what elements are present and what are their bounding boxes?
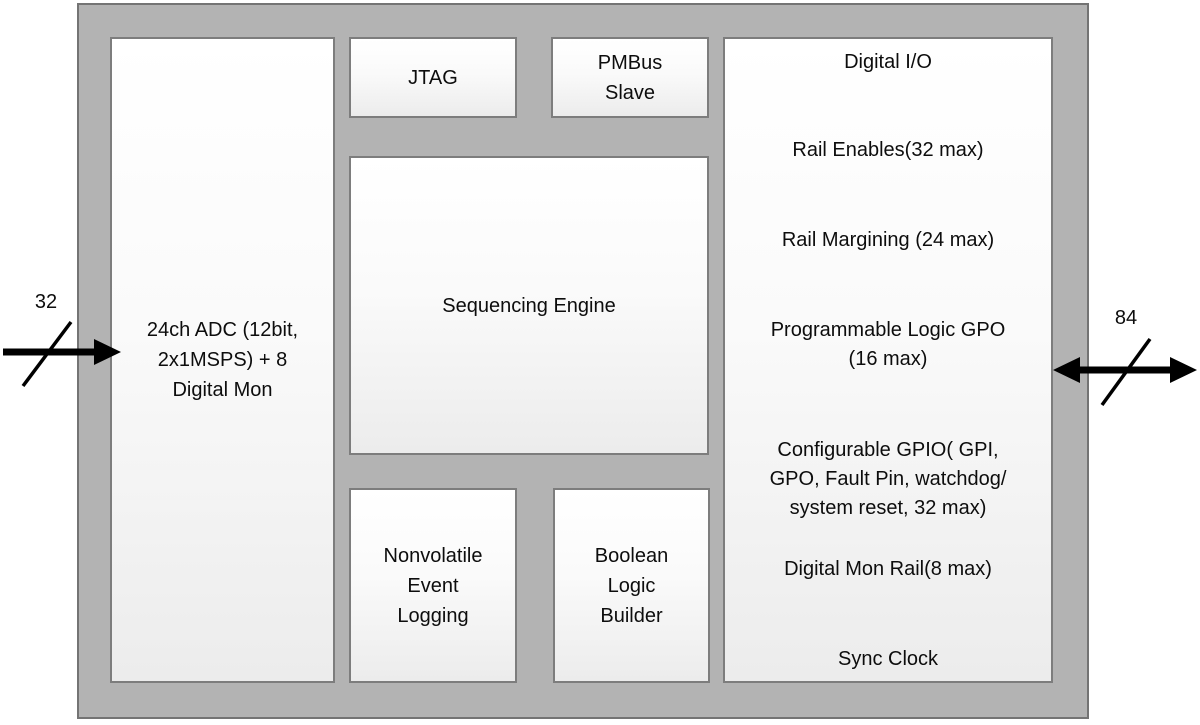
digital-io-bus-arrow bbox=[1053, 337, 1197, 407]
jtag-block-label: JTAG bbox=[408, 66, 458, 89]
bus-width-label-32: 32 bbox=[34, 291, 58, 313]
adc-input-bus-arrow bbox=[3, 320, 121, 388]
pmbus-slave-block: PMBus Slave bbox=[551, 37, 709, 118]
digital-io-item-digital-mon-rail: Digital Mon Rail(8 max) bbox=[784, 558, 992, 580]
bus-width-label-84: 84 bbox=[1114, 307, 1138, 329]
bus-width-tick bbox=[21, 320, 73, 388]
nonvolatile-event-logging-block-label: Nonvolatile Event Logging bbox=[383, 544, 483, 627]
digital-io-item-programmable-logic-gpo: Programmable Logic GPO (16 max) bbox=[770, 319, 1006, 370]
bus-width-tick bbox=[1100, 337, 1152, 407]
sequencing-engine-block-label: Sequencing Engine bbox=[442, 294, 616, 317]
jtag-block: JTAG bbox=[349, 37, 517, 118]
adc-block-label: 24ch ADC (12bit, 2x1MSPS) + 8 Digital Mo… bbox=[146, 319, 299, 401]
digital-io-title: Digital I/O bbox=[844, 51, 932, 73]
right-arrowhead-icon bbox=[1170, 357, 1197, 383]
pmbus-slave-block-label: PMBus Slave bbox=[597, 51, 663, 104]
bus-shaft bbox=[1074, 366, 1176, 374]
digital-io-item-configurable-gpio: Configurable GPIO( GPI, GPO, Fault Pin, … bbox=[769, 439, 1007, 519]
nonvolatile-event-logging-block: Nonvolatile Event Logging bbox=[349, 488, 517, 683]
adc-block: 24ch ADC (12bit, 2x1MSPS) + 8 Digital Mo… bbox=[110, 37, 335, 683]
digital-io-item-sync-clock: Sync Clock bbox=[837, 648, 939, 670]
digital-io-item-rail-enables: Rail Enables(32 max) bbox=[792, 139, 984, 161]
boolean-logic-builder-block: Boolean Logic Builder bbox=[553, 488, 710, 683]
digital-io-block: Digital I/O Rail Enables(32 max) Rail Ma… bbox=[723, 37, 1053, 683]
left-arrowhead-icon bbox=[1053, 357, 1080, 383]
boolean-logic-builder-block-label: Boolean Logic Builder bbox=[594, 544, 669, 627]
digital-io-item-rail-margining: Rail Margining (24 max) bbox=[781, 229, 995, 251]
right-arrowhead-icon bbox=[94, 339, 121, 365]
sequencing-engine-block: Sequencing Engine bbox=[349, 156, 709, 455]
